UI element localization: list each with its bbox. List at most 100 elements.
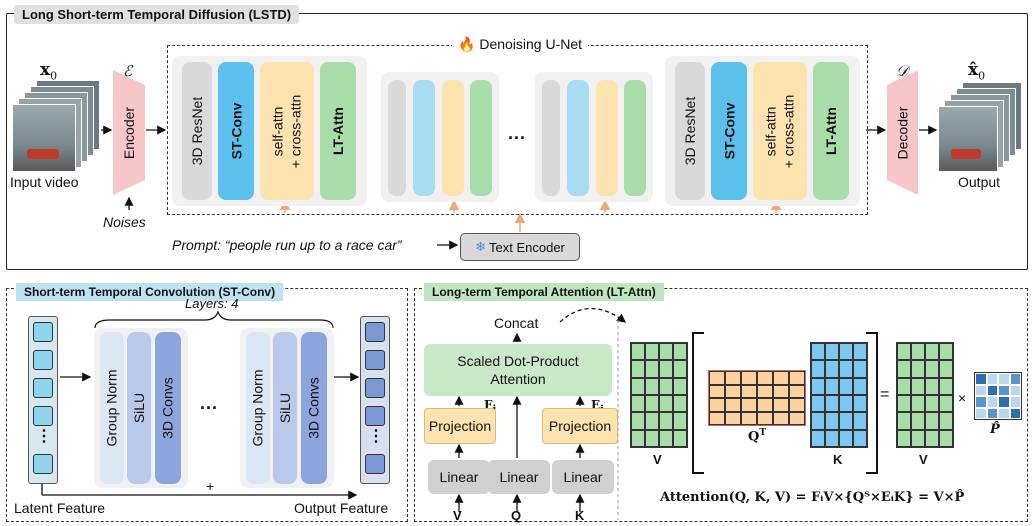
matrix-cell [673, 395, 687, 413]
lstd-title: Long Short-term Temporal Diffusion (LSTD… [14, 5, 300, 24]
input-k-label: K [575, 508, 585, 523]
matrix-cell [631, 343, 645, 361]
matrix-cell [659, 395, 673, 413]
stconv-block-3 [567, 80, 589, 196]
matrix-cell [789, 398, 805, 412]
input-caption: Input video [10, 174, 79, 190]
concat-label: Concat [494, 315, 539, 331]
linear-block-q: Linear [488, 460, 550, 494]
matrix-cell [998, 384, 1010, 396]
matrix-cell [659, 343, 673, 361]
matrix-k [810, 342, 868, 448]
matrix-cell [1009, 373, 1021, 385]
matrix-cell [853, 343, 867, 361]
matrix-cell [789, 411, 805, 425]
ltattn-title: Long-term Temporal Attention (LT-Attn) [424, 283, 664, 301]
silu-block-1: SiLU [127, 332, 151, 484]
matrix-p-hat-label: P̂ [990, 422, 1000, 437]
matrix-cell [925, 412, 939, 430]
right-bracket [866, 332, 878, 474]
matrix-cell [757, 371, 773, 385]
matrix-cell [839, 343, 853, 361]
convs-block-4: 3D Convs [301, 332, 327, 484]
matrix-cell [998, 373, 1010, 385]
matrix-cell [789, 384, 805, 398]
matrix-cell [839, 395, 853, 413]
matrix-cell [986, 384, 998, 396]
matrix-cell [839, 429, 853, 447]
matrix-cell [925, 360, 939, 378]
prompt-text: Prompt: “people run up to a race car” [172, 237, 402, 253]
matrix-cell [631, 395, 645, 413]
output-feature-label: Output Feature [294, 500, 389, 516]
matrix-cell [925, 395, 939, 413]
matrix-cell [773, 411, 789, 425]
matrix-cell [986, 373, 998, 385]
linear-block-k: Linear [552, 460, 614, 494]
output-feature-cell [365, 378, 385, 398]
matrix-cell [773, 371, 789, 385]
lstd-panel [6, 13, 1028, 270]
matrix-qt-label: QT [748, 428, 767, 445]
matrix-cell [645, 360, 659, 378]
output-feature-cell [365, 350, 385, 370]
matrix-cell [825, 343, 839, 361]
matrix-cell [645, 412, 659, 430]
matrix-cell [975, 407, 987, 419]
matrix-cell [673, 343, 687, 361]
matrix-v-right-label: V [919, 452, 928, 467]
matrix-cell [839, 412, 853, 430]
matrix-cell [911, 360, 925, 378]
matrix-cell [645, 395, 659, 413]
text-encoder-box: ❄Text Encoder [460, 233, 580, 261]
decoder-block: Decoder [894, 106, 911, 159]
matrix-cell [811, 429, 825, 447]
output-video-stack [938, 82, 1028, 172]
matrix-cell [998, 407, 1010, 419]
matrix-cell [725, 398, 741, 412]
matrix-cell [811, 377, 825, 395]
matrix-cell [853, 360, 867, 378]
output-feature-cell [365, 454, 385, 474]
matrix-cell [839, 377, 853, 395]
matrix-cell [725, 384, 741, 398]
matrix-cell [1009, 384, 1021, 396]
matrix-cell [925, 377, 939, 395]
matrix-cell [811, 412, 825, 430]
matrix-cell [659, 360, 673, 378]
stconv-ellipsis: ··· [200, 398, 218, 418]
latent-feature-cell [33, 406, 53, 426]
group-norm-block-1: Group Norm [100, 332, 124, 484]
convs-block-1: 3D Convs [155, 332, 181, 484]
matrix-v-left [630, 342, 688, 448]
matrix-cell [911, 395, 925, 413]
matrix-cell [897, 377, 911, 395]
resnet-block-4: 3D ResNet [675, 62, 705, 200]
matrix-cell [911, 377, 925, 395]
attn-block-2 [442, 80, 464, 196]
residual-plus: + [206, 478, 215, 494]
matrix-cell [897, 429, 911, 447]
output-feature-cell [365, 406, 385, 426]
matrix-cell [645, 343, 659, 361]
matrix-cell [741, 384, 757, 398]
matrix-cell [975, 396, 987, 408]
matrix-cell [853, 395, 867, 413]
matrix-cell [825, 395, 839, 413]
matrix-cell [1009, 396, 1021, 408]
matrix-cell [631, 412, 645, 430]
matrix-cell [939, 343, 953, 361]
matrix-cell [773, 384, 789, 398]
matrix-cell [825, 429, 839, 447]
matrix-cell [853, 412, 867, 430]
matrix-cell [939, 360, 953, 378]
matrix-cell [811, 360, 825, 378]
matrix-cell [645, 429, 659, 447]
noises-label: Noises [103, 214, 146, 230]
attn-block-3 [596, 80, 618, 196]
matrix-cell [839, 360, 853, 378]
ltattn-block-1: LT-Attn [320, 62, 356, 200]
projection-block-k: Projection [542, 408, 618, 444]
input-video-stack [12, 80, 102, 172]
stconv-block-2 [413, 80, 435, 196]
